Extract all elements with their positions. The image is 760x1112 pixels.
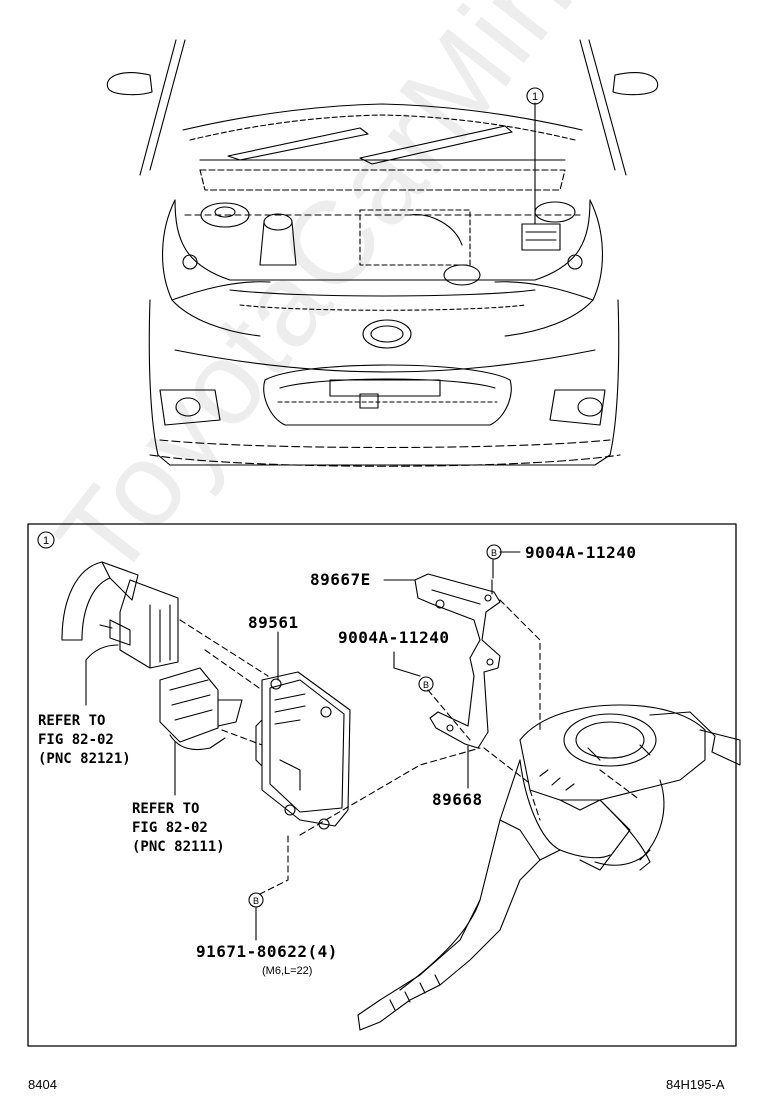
part-label-ecu: 89561 bbox=[248, 613, 299, 632]
ref2-line2: FIG 82-02 bbox=[132, 820, 208, 836]
callout-1-text: 1 bbox=[532, 91, 538, 103]
ecu-unit bbox=[255, 671, 351, 830]
bracket-89667e bbox=[414, 573, 501, 749]
body-apron bbox=[357, 704, 741, 1031]
part-label-bolt-top: 9004A-11240 bbox=[525, 543, 637, 562]
footer-figure-code: 84H195-A bbox=[666, 1077, 725, 1092]
part-label-stay: 89668 bbox=[432, 790, 483, 809]
detail-1-icon bbox=[37, 531, 55, 549]
bolt-b-marker-icon bbox=[248, 892, 264, 908]
ref1-line3: (PNC 82121) bbox=[38, 751, 131, 767]
left-mirror-icon bbox=[106, 72, 153, 96]
ref1-line1: REFER TO bbox=[38, 713, 106, 729]
reference-note-2: REFER TO FIG 82-02 (PNC 82111) bbox=[132, 800, 225, 857]
harness-connector-2 bbox=[159, 667, 243, 796]
bolt-b-text: B bbox=[253, 896, 259, 906]
ref2-line3: (PNC 82111) bbox=[132, 839, 225, 855]
bolt-b-marker-icon bbox=[418, 676, 434, 692]
ref2-line1: REFER TO bbox=[132, 801, 200, 817]
part-spec-bolt-bottom: (M6,L=22) bbox=[262, 965, 313, 977]
reference-note-1: REFER TO FIG 82-02 (PNC 82121) bbox=[38, 712, 131, 769]
detail-1-text: 1 bbox=[43, 535, 49, 547]
part-label-bracket: 89667E bbox=[310, 570, 371, 589]
detail-frame bbox=[27, 523, 737, 1047]
ref1-line2: FIG 82-02 bbox=[38, 732, 114, 748]
part-label-bolt-mid: 9004A-11240 bbox=[338, 628, 450, 647]
bolt-b-text: B bbox=[491, 548, 497, 558]
bolt-b-text: B bbox=[423, 680, 429, 690]
harness-connector-1 bbox=[61, 561, 179, 706]
callout-1-icon bbox=[526, 87, 544, 105]
car-front-view bbox=[106, 39, 659, 467]
right-mirror-icon bbox=[612, 72, 659, 96]
part-label-bolt-bottom: 91671-80622(4) bbox=[196, 942, 338, 961]
bolt-b-marker-icon bbox=[486, 544, 502, 560]
assembly-lines bbox=[179, 599, 641, 896]
ecu-location-box bbox=[521, 223, 561, 251]
footer-page-code: 8404 bbox=[28, 1077, 57, 1092]
